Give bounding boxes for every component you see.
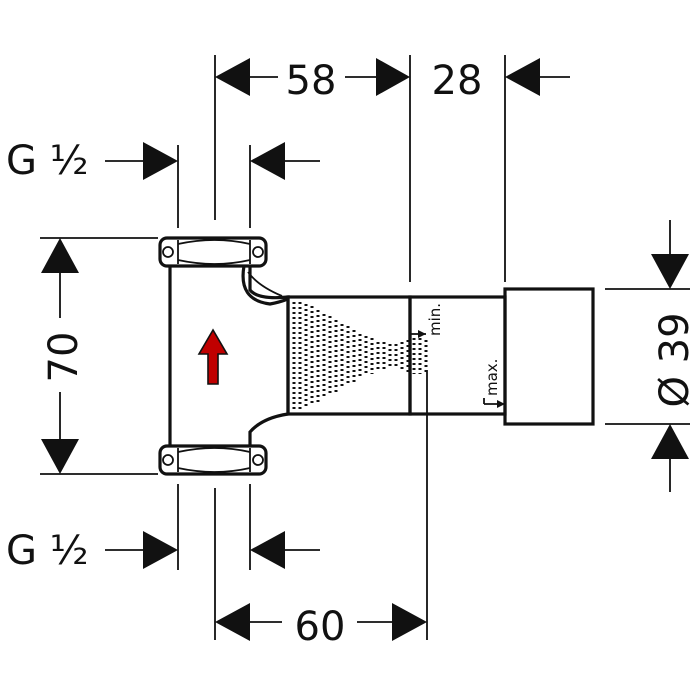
arrow-left [215, 603, 250, 641]
arrow-left [250, 531, 285, 569]
thread-label-top: G ½ [6, 138, 88, 184]
arrow-right [376, 58, 410, 96]
arrow-left [215, 58, 250, 96]
thread-bottom: G ½ [6, 528, 320, 574]
dimension-label-diameter: Ø 39 [652, 312, 698, 407]
min-label: min. [426, 303, 444, 336]
arrow-left [250, 142, 285, 180]
dimension-label-70: 70 [41, 332, 87, 383]
top-nut [158, 236, 268, 268]
dimension-28: 28 [432, 58, 570, 104]
arrow-up [41, 238, 79, 273]
extension-lines [40, 55, 690, 640]
arrow-up [651, 424, 689, 459]
arrow-right [143, 142, 178, 180]
max-marker: max. [483, 359, 505, 408]
min-marker: min. [410, 303, 444, 338]
dimension-label-60: 60 [295, 604, 346, 650]
arrow-right [143, 531, 178, 569]
arrow-down [41, 439, 79, 474]
arrow-right [392, 603, 427, 641]
dimension-39: Ø 39 [651, 220, 698, 492]
dimension-60: 60 [215, 603, 427, 650]
arrow-down [651, 254, 689, 289]
dimension-label-58: 58 [286, 58, 337, 104]
max-label: max. [483, 359, 501, 396]
cartridge-housing [286, 287, 595, 426]
arrow-left [505, 58, 540, 96]
thread-label-bottom: G ½ [6, 528, 88, 574]
dimension-70: 70 [41, 238, 87, 474]
cartridge-stipple [292, 302, 428, 410]
dimension-58: 58 [215, 58, 410, 104]
thread-top: G ½ [6, 138, 320, 184]
dimension-label-28: 28 [432, 58, 483, 104]
bottom-nut [158, 444, 268, 476]
flow-direction-icon [197, 328, 229, 385]
valve-body: min. max. [158, 236, 595, 476]
